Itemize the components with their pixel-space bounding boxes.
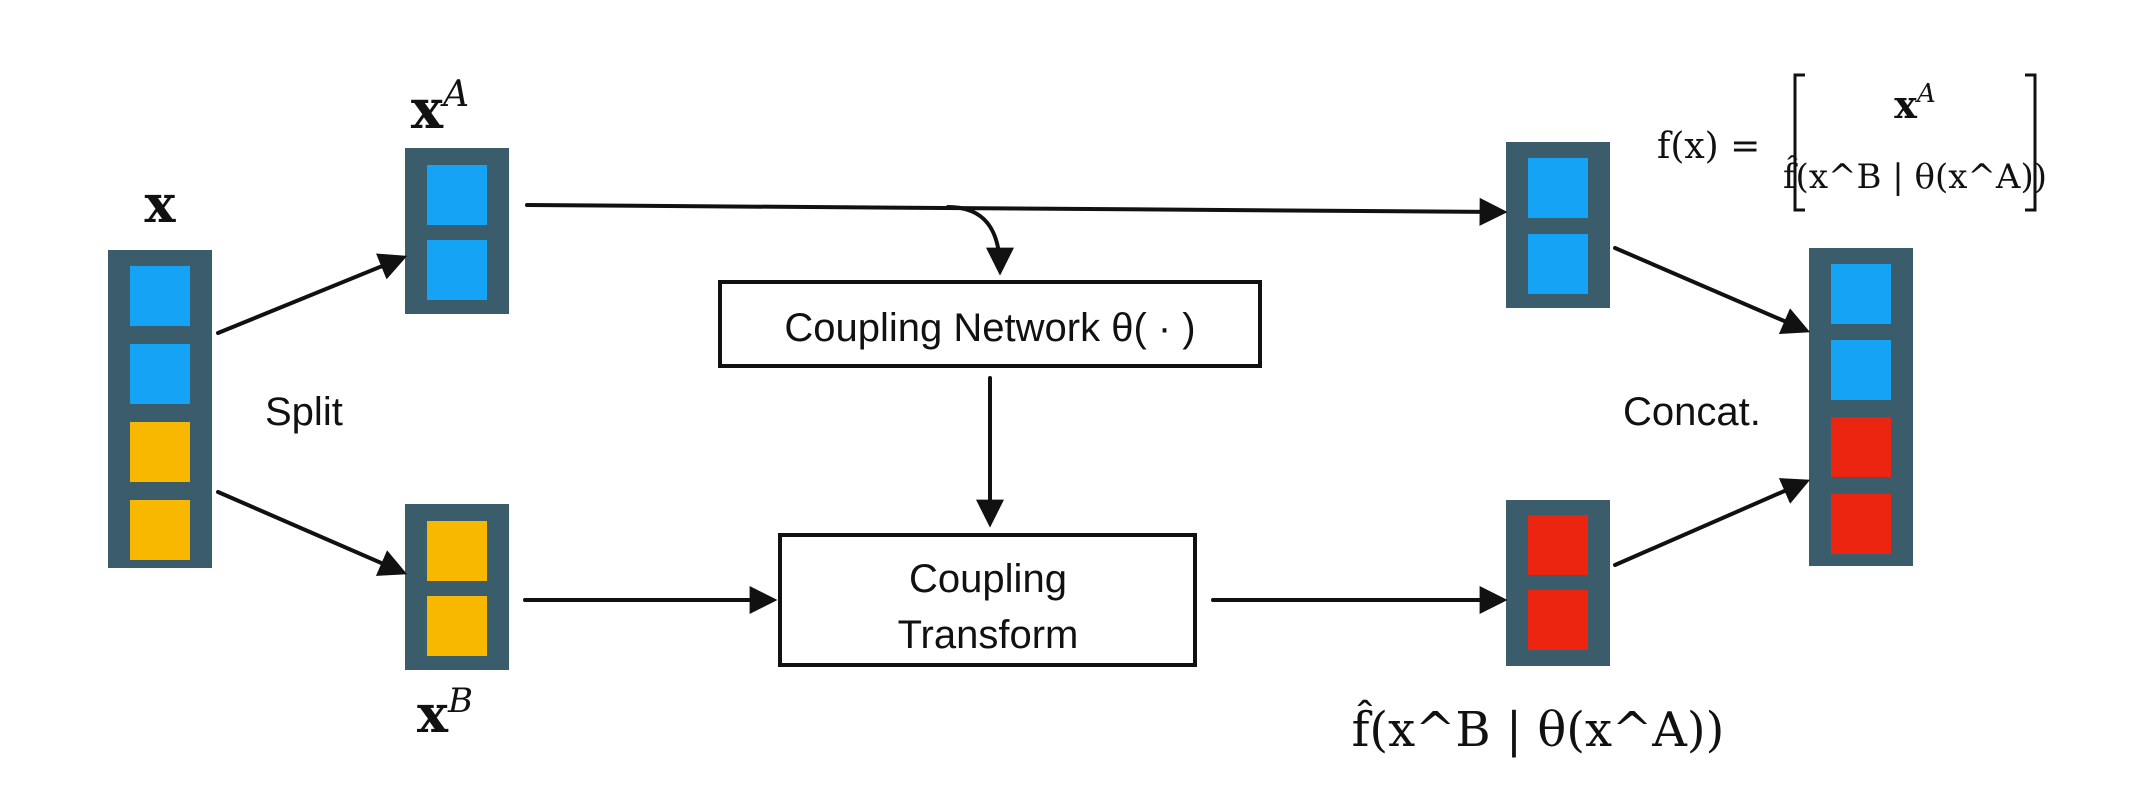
vector-xa bbox=[405, 148, 509, 314]
cell-yellow bbox=[130, 500, 190, 560]
arrow-icon bbox=[216, 253, 408, 335]
cell-blue bbox=[130, 266, 190, 326]
vector-xb bbox=[405, 504, 509, 670]
label-xb: xB bbox=[417, 681, 473, 745]
cell-blue bbox=[130, 344, 190, 404]
cell-yellow bbox=[130, 422, 190, 482]
formula-top: xA bbox=[1894, 79, 1935, 127]
formula-lhs: f(x) = bbox=[1657, 126, 1760, 167]
label-coupling-transform-line2: Transform bbox=[898, 613, 1079, 657]
arrow-icon bbox=[1613, 246, 1811, 334]
label-x: x bbox=[144, 174, 176, 235]
coupling-network-box bbox=[718, 280, 1262, 368]
label-xa: xA bbox=[411, 74, 469, 141]
formula-bottom: f̂(x^B | θ(x^A)) bbox=[1783, 155, 2047, 197]
vector-output-b bbox=[1506, 500, 1610, 666]
arrow-icon bbox=[216, 490, 408, 576]
label-concat: Concat. bbox=[1623, 390, 1761, 434]
label-coupling-transform-line1: Coupling bbox=[909, 557, 1067, 601]
vector-output-a bbox=[1506, 142, 1610, 308]
formula-transform: f̂(x^B | θ(x^A)) bbox=[1352, 699, 1725, 758]
arrow-icon bbox=[525, 197, 1508, 226]
input-vector-x bbox=[108, 250, 212, 568]
formula-brackets bbox=[1793, 73, 2037, 212]
vector-concat bbox=[1809, 248, 1913, 566]
arrow-icon bbox=[946, 205, 1014, 276]
arrow-icon bbox=[1613, 478, 1811, 567]
label-split: Split bbox=[265, 390, 343, 434]
coupling-transform-box bbox=[778, 533, 1197, 667]
label-coupling-network: Coupling Network θ( · ) bbox=[784, 306, 1195, 350]
